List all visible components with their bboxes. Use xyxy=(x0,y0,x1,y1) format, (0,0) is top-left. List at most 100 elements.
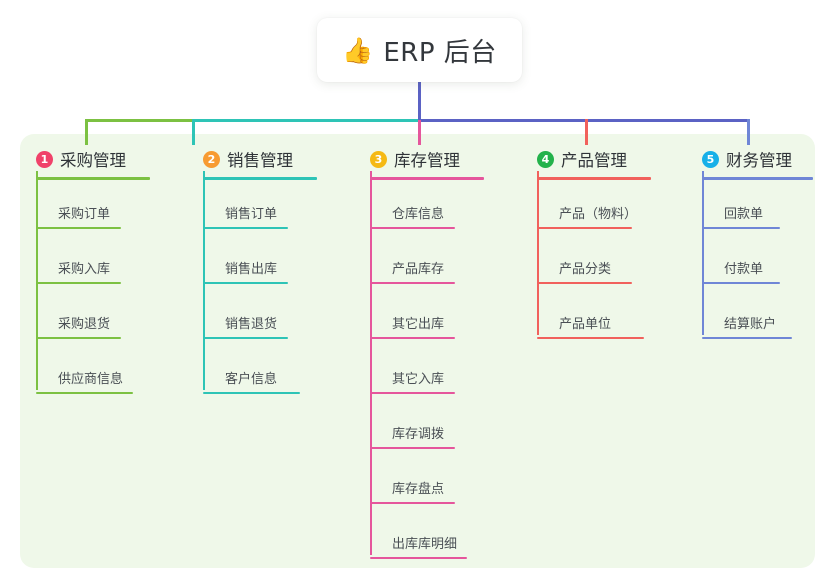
leaf-node[interactable]: 产品库存 xyxy=(370,258,455,284)
leaf-node[interactable]: 出库库明细 xyxy=(370,533,467,559)
leaf-node[interactable]: 库存调拨 xyxy=(370,423,455,449)
column-财务管理: 5 财务管理回款单付款单结算账户 xyxy=(702,147,839,339)
stem-col4 xyxy=(585,119,588,145)
leaf-node-label: 采购退货 xyxy=(58,317,111,332)
leaf-node[interactable]: 付款单 xyxy=(702,258,780,284)
column-header-采购管理[interactable]: 1 采购管理 xyxy=(36,147,186,171)
leaf-node[interactable]: 仓库信息 xyxy=(370,203,455,229)
root-node-erp-backend[interactable]: 👍 ERP 后台 xyxy=(317,18,522,82)
column-库存管理: 3 库存管理仓库信息产品库存其它出库其它入库库存调拨库存盘点出库库明细 xyxy=(370,147,520,559)
leaf-node[interactable]: 采购入库 xyxy=(36,258,121,284)
leaf-node-underline xyxy=(203,392,300,394)
column-spine xyxy=(537,171,539,335)
segment-col2 xyxy=(192,119,419,122)
leaf-node[interactable]: 结算账户 xyxy=(702,313,792,339)
leaf-node-underline xyxy=(203,337,288,339)
column-header-产品管理[interactable]: 4 产品管理 xyxy=(537,147,687,171)
leaf-node-underline xyxy=(203,282,288,284)
leaf-node-label: 仓库信息 xyxy=(392,207,445,222)
leaf-node-label: 采购入库 xyxy=(58,262,111,277)
leaf-node-underline xyxy=(36,337,121,339)
column-badge-3: 3 xyxy=(370,150,387,168)
stem-col3 xyxy=(418,119,421,145)
column-spine xyxy=(36,171,38,390)
leaf-node-label: 付款单 xyxy=(724,262,764,277)
leaf-node[interactable]: 采购退货 xyxy=(36,313,121,339)
stem-col5 xyxy=(747,119,750,145)
column-underline xyxy=(702,177,813,180)
leaf-node-underline xyxy=(370,447,455,449)
column-underline xyxy=(370,177,484,180)
column-badge-5: 5 xyxy=(702,150,719,168)
thumbs-up-icon: 👍 xyxy=(342,35,374,65)
column-产品管理: 4 产品管理产品（物料） 产品分类产品单位 xyxy=(537,147,687,339)
leaf-node-underline xyxy=(203,227,288,229)
leaf-node-label: 产品分类 xyxy=(559,262,612,277)
segment-col1 xyxy=(85,119,193,122)
leaf-node-underline xyxy=(702,337,792,339)
leaf-node-label: 销售退货 xyxy=(225,317,278,332)
leaf-node[interactable]: 产品（物料） xyxy=(537,203,637,229)
column-title: 产品管理 xyxy=(561,151,627,170)
root-node-label: ERP 后台 xyxy=(383,37,497,68)
column-销售管理: 2 销售管理销售订单销售出库销售退货客户信息 xyxy=(203,147,353,394)
column-underline xyxy=(537,177,651,180)
leaf-node-label: 产品单位 xyxy=(559,317,612,332)
column-header-财务管理[interactable]: 5 财务管理 xyxy=(702,147,839,171)
leaf-node[interactable]: 回款单 xyxy=(702,203,780,229)
column-underline xyxy=(36,177,150,180)
leaf-node[interactable]: 供应商信息 xyxy=(36,368,133,394)
column-title: 库存管理 xyxy=(394,151,460,170)
leaf-node-underline xyxy=(36,392,133,394)
leaf-node-underline xyxy=(36,282,121,284)
leaf-node[interactable]: 销售退货 xyxy=(203,313,288,339)
leaf-node-underline xyxy=(370,337,455,339)
leaf-node-label: 销售订单 xyxy=(225,207,278,222)
content-panel xyxy=(20,134,815,568)
leaf-node-label: 采购订单 xyxy=(58,207,111,222)
leaf-node-label: 其它出库 xyxy=(392,317,445,332)
leaf-node-label: 其它入库 xyxy=(392,372,445,387)
leaf-node[interactable]: 销售出库 xyxy=(203,258,288,284)
stem-center xyxy=(418,82,421,120)
leaf-node[interactable]: 客户信息 xyxy=(203,368,300,394)
leaf-node-underline xyxy=(537,227,632,229)
leaf-node-label: 销售出库 xyxy=(225,262,278,277)
column-采购管理: 1 采购管理采购订单采购入库采购退货供应商信息 xyxy=(36,147,186,394)
leaf-node-label: 库存调拨 xyxy=(392,427,445,442)
column-badge-2: 2 xyxy=(203,150,220,168)
leaf-node-label: 客户信息 xyxy=(225,372,278,387)
column-spine xyxy=(203,171,205,390)
leaf-node-label: 结算账户 xyxy=(724,317,777,332)
stem-col2 xyxy=(192,119,195,145)
leaf-node-label: 供应商信息 xyxy=(58,372,124,387)
column-header-库存管理[interactable]: 3 库存管理 xyxy=(370,147,520,171)
column-badge-1: 1 xyxy=(36,150,53,168)
column-spine xyxy=(702,171,704,335)
leaf-node-label: 回款单 xyxy=(724,207,764,222)
column-underline xyxy=(203,177,317,180)
column-spine xyxy=(370,171,372,555)
leaf-node[interactable]: 其它出库 xyxy=(370,313,455,339)
column-badge-4: 4 xyxy=(537,150,554,168)
leaf-node-label: 库存盘点 xyxy=(392,482,445,497)
column-title: 财务管理 xyxy=(726,151,792,170)
leaf-node-underline xyxy=(370,227,455,229)
segment-center-right xyxy=(418,119,748,122)
column-title: 采购管理 xyxy=(60,151,126,170)
leaf-node-underline xyxy=(537,282,632,284)
leaf-node[interactable]: 库存盘点 xyxy=(370,478,455,504)
leaf-node-label: 出库库明细 xyxy=(392,537,458,552)
leaf-node-underline xyxy=(370,557,467,559)
leaf-node[interactable]: 产品单位 xyxy=(537,313,644,339)
column-header-销售管理[interactable]: 2 销售管理 xyxy=(203,147,353,171)
leaf-node-label: 产品（物料） xyxy=(559,207,638,222)
leaf-node[interactable]: 其它入库 xyxy=(370,368,455,394)
leaf-node[interactable]: 销售订单 xyxy=(203,203,288,229)
column-title: 销售管理 xyxy=(227,151,293,170)
leaf-node[interactable]: 采购订单 xyxy=(36,203,121,229)
leaf-node[interactable]: 产品分类 xyxy=(537,258,632,284)
stem-col1 xyxy=(85,119,88,145)
leaf-node-label: 产品库存 xyxy=(392,262,445,277)
